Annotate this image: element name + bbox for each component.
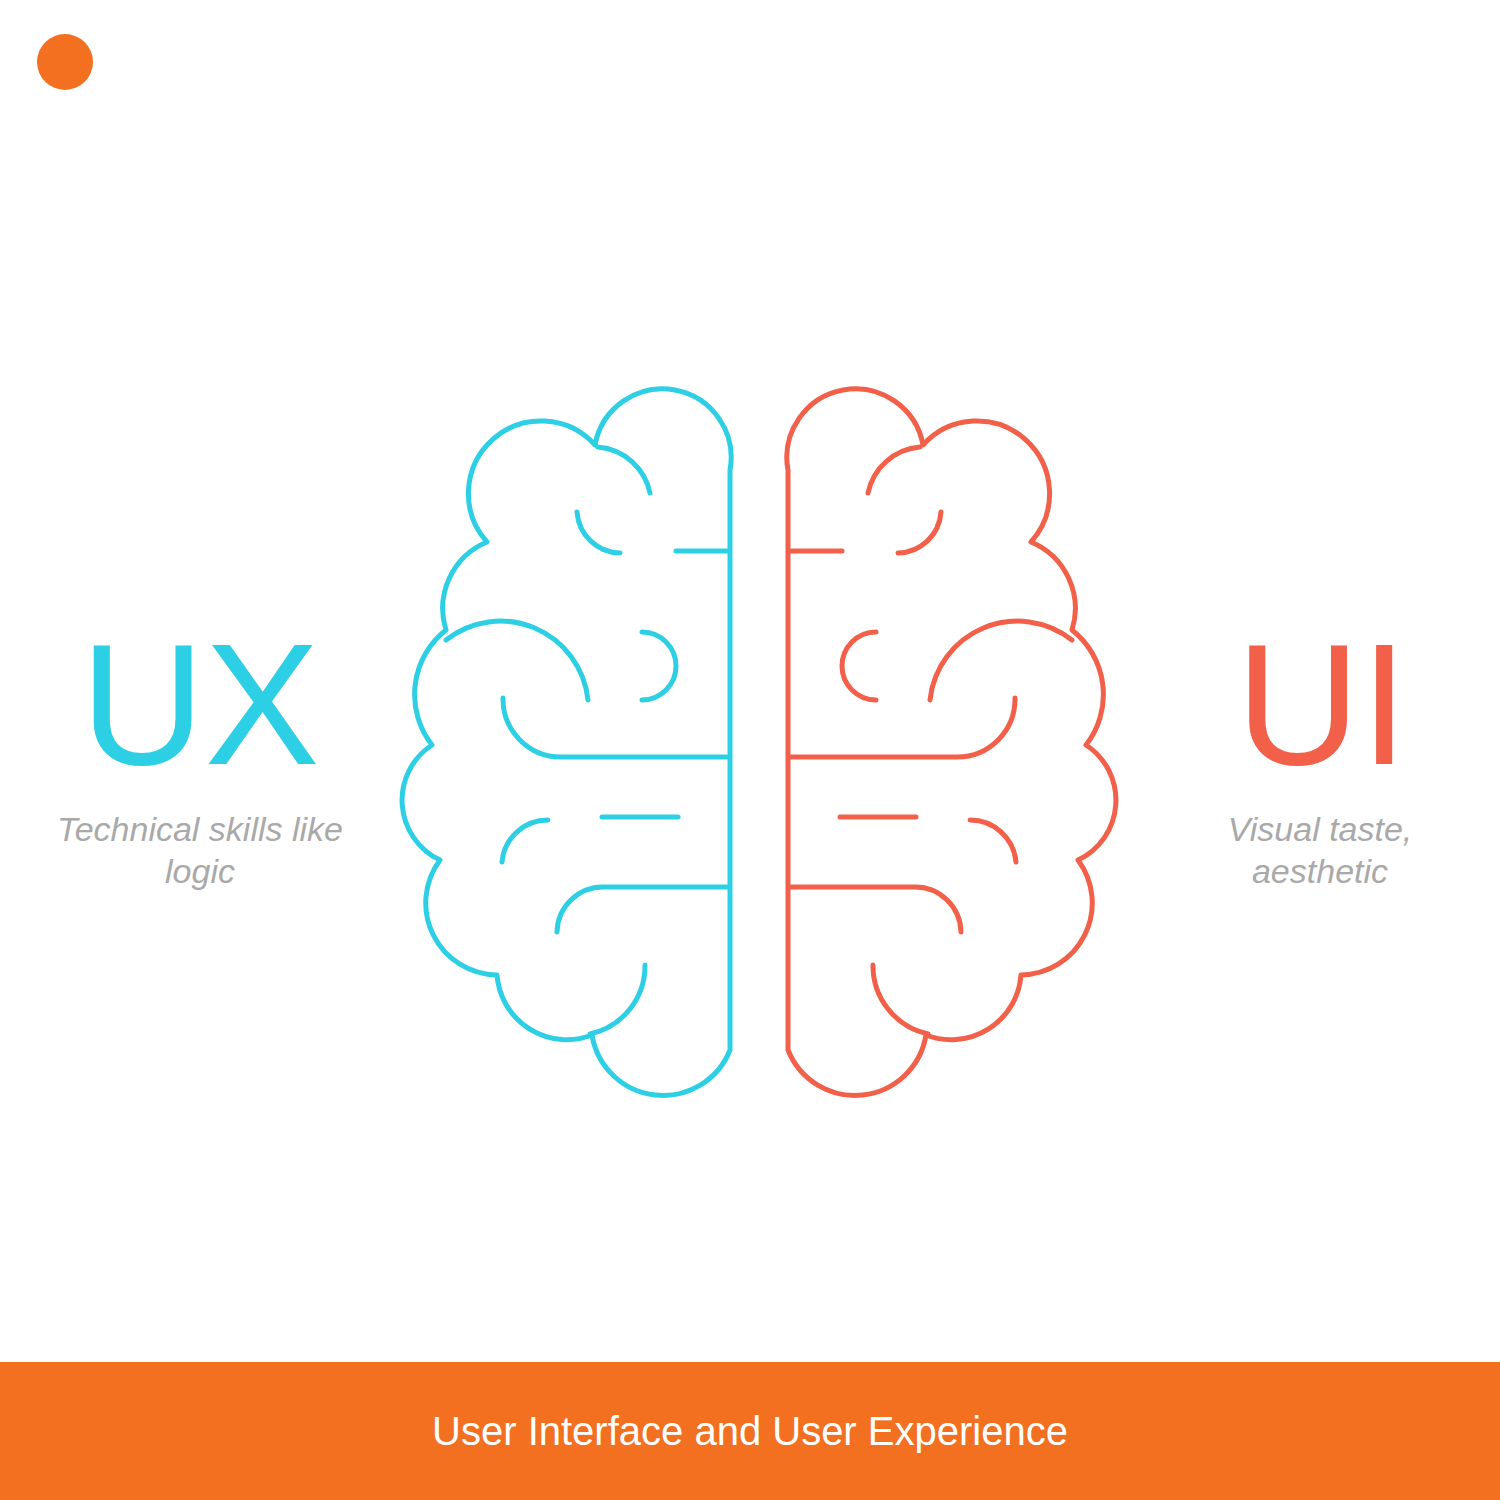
ui-heading: UI bbox=[1236, 618, 1408, 790]
footer-band: User Interface and User Experience bbox=[0, 1362, 1500, 1500]
ux-heading: UX bbox=[81, 618, 320, 790]
orange-dot bbox=[37, 34, 93, 90]
ux-description: Technical skills like logic bbox=[50, 808, 350, 892]
ui-description: Visual taste, aesthetic bbox=[1170, 808, 1470, 892]
band-title: User Interface and User Experience bbox=[432, 1409, 1068, 1454]
right-hemisphere bbox=[787, 389, 1116, 1096]
left-hemisphere bbox=[402, 389, 731, 1096]
